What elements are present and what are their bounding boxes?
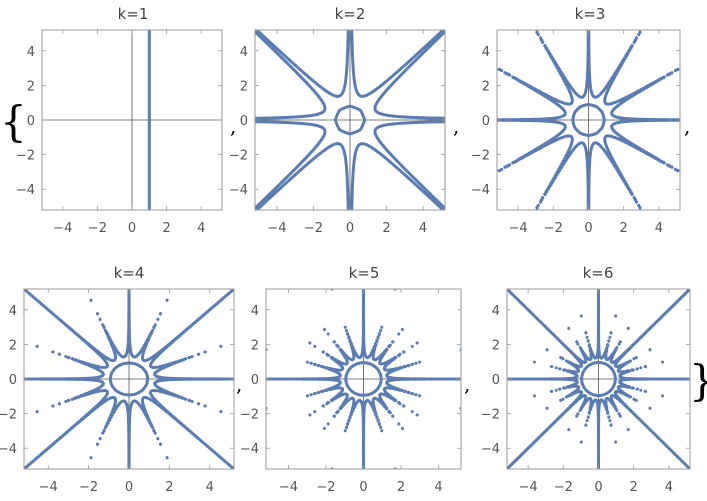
- plot-panel: k=6 −4 −2 0 2 4 −4 −2 0 2 4: [481, 264, 691, 495]
- y-tick-label: −2: [471, 149, 490, 164]
- plot-panel: k=3 −4 −2 0 2 4 −4 −2 0 2 4: [471, 5, 681, 236]
- list-separator: ,: [236, 372, 242, 396]
- y-tick-label: 2: [482, 79, 490, 94]
- y-tick-label: 4: [251, 304, 259, 319]
- y-tick-label: 4: [482, 45, 490, 60]
- y-tick-label: 4: [9, 304, 17, 319]
- y-tick-label: 0: [251, 373, 259, 388]
- plot-title: k=5: [349, 264, 380, 282]
- y-tick-label: −4: [471, 183, 490, 198]
- x-tick-label: 4: [434, 480, 442, 495]
- x-tick-label: −4: [519, 480, 538, 495]
- x-tick-label: 2: [165, 480, 173, 495]
- x-tick-label: 2: [162, 221, 170, 236]
- x-tick-label: −2: [316, 480, 335, 495]
- y-tick-label: −2: [229, 149, 248, 164]
- y-tick-label: 2: [9, 338, 17, 353]
- x-tick-label: 4: [655, 221, 663, 236]
- x-tick-label: −4: [279, 480, 298, 495]
- y-tick-label: 0: [492, 373, 500, 388]
- x-tick-label: 0: [359, 480, 367, 495]
- plot-panel: k=4 −4 −2 0 2 4 −4 −2 0 2 4: [0, 264, 235, 495]
- plot-title: k=1: [118, 5, 149, 23]
- x-tick-label: −2: [88, 221, 107, 236]
- x-tick-label: −2: [304, 221, 323, 236]
- plot-title: k=2: [335, 5, 366, 23]
- y-tick-label: −2: [0, 408, 17, 423]
- x-tick-label: −2: [79, 480, 98, 495]
- y-tick-label: 2: [492, 338, 500, 353]
- list-separator: ,: [453, 114, 459, 138]
- y-tick-label: −4: [229, 183, 248, 198]
- x-tick-label: 4: [665, 480, 673, 495]
- x-tick-label: 0: [346, 221, 354, 236]
- x-tick-label: −4: [509, 221, 528, 236]
- y-tick-label: 0: [482, 114, 490, 129]
- y-tick-label: 4: [27, 45, 35, 60]
- x-tick-label: 4: [419, 221, 427, 236]
- x-tick-label: 0: [125, 480, 133, 495]
- plot-panel: k=2 −4 −2 0 2 4 −4 −2 0 2 4: [229, 5, 446, 236]
- plot-panel: k=5 −4 −2 0 2 4 −4 −2 0 2 4: [240, 264, 462, 495]
- list-separator: ,: [230, 114, 236, 138]
- plot-panel: k=1 −4 −2 0 2 4 −4 −2 0 2 4: [16, 5, 223, 236]
- x-tick-label: −2: [544, 221, 563, 236]
- list-separator: ,: [464, 372, 470, 396]
- x-tick-label: 0: [584, 221, 592, 236]
- contour-curve: [507, 289, 690, 469]
- y-tick-label: 0: [9, 373, 17, 388]
- plot-title: k=6: [583, 264, 614, 282]
- y-tick-label: −2: [240, 408, 259, 423]
- x-tick-label: 2: [620, 221, 628, 236]
- x-tick-label: −2: [554, 480, 573, 495]
- y-tick-label: −4: [0, 442, 17, 457]
- y-tick-label: −2: [16, 149, 35, 164]
- y-tick-label: 4: [492, 304, 500, 319]
- plot-title: k=4: [114, 264, 145, 282]
- x-tick-label: −4: [53, 221, 72, 236]
- x-tick-label: 4: [197, 221, 205, 236]
- y-tick-label: −4: [16, 183, 35, 198]
- contour-curve: [24, 289, 234, 469]
- y-tick-label: 4: [240, 45, 248, 60]
- x-tick-label: 0: [594, 480, 602, 495]
- x-tick-label: 2: [397, 480, 405, 495]
- y-tick-label: 0: [240, 114, 248, 129]
- y-tick-label: −2: [481, 408, 500, 423]
- x-tick-label: 0: [128, 221, 136, 236]
- list-separator: ,: [684, 114, 690, 138]
- y-tick-label: 0: [27, 114, 35, 129]
- y-tick-label: −4: [240, 442, 259, 457]
- x-tick-label: −4: [39, 480, 58, 495]
- y-tick-label: 2: [27, 79, 35, 94]
- open-brace: {: [0, 97, 27, 146]
- x-tick-label: −4: [267, 221, 286, 236]
- plot-title: k=3: [575, 5, 606, 23]
- x-tick-label: 2: [382, 221, 390, 236]
- x-tick-label: 4: [206, 480, 214, 495]
- close-brace: }: [689, 356, 707, 405]
- y-tick-label: −4: [481, 442, 500, 457]
- y-tick-label: 2: [240, 79, 248, 94]
- y-tick-label: 2: [251, 338, 259, 353]
- x-tick-label: 2: [630, 480, 638, 495]
